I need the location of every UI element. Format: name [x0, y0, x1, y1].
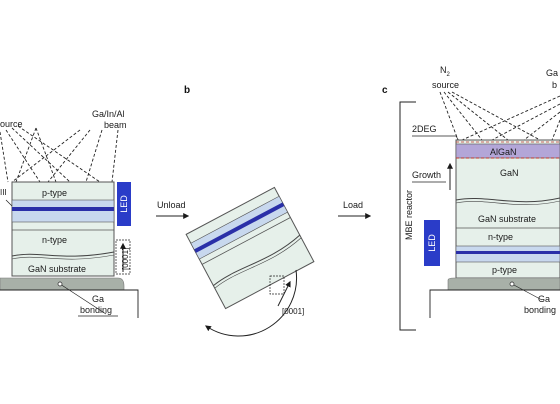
load-arrow-group: Load	[338, 200, 372, 219]
panel-c-led-box	[424, 220, 440, 266]
panel-c-layer-p-type: p-type	[492, 265, 517, 275]
panel-a-beam-label-line1: Ga/In/Al	[92, 109, 125, 119]
panel-a-led-box	[117, 182, 131, 226]
panel-a-bonding-label-1: Ga	[92, 294, 104, 304]
panel-b-direction-arrow	[277, 280, 291, 307]
panel-a-layer-p-type: p-type	[42, 188, 67, 198]
unload-arrow-group: Unload	[156, 200, 190, 219]
panel-a-mqw-label: III	[0, 188, 7, 197]
panel-c-source-label-2: source	[432, 80, 459, 90]
panel-c-holder	[447, 277, 560, 291]
unload-label: Unload	[157, 200, 186, 210]
panel-c-layer-algan: AlGaN	[490, 147, 517, 157]
panel-a-interface-curve	[11, 251, 115, 257]
panel-c-qw-dark	[456, 251, 560, 254]
panel-c-growth-label: Growth	[412, 170, 441, 180]
panel-c-bonding-label-1: Ga	[538, 294, 550, 304]
panel-c-2deg-label: 2DEG	[412, 124, 437, 134]
load-label: Load	[343, 200, 363, 210]
panel-c-beam-label-1: Ga	[546, 68, 558, 78]
panel-a-direction-label: [0001]	[121, 248, 130, 270]
panel-c-bonding-label-2: bonding	[524, 305, 556, 315]
panel-c-layer-gan: GaN	[500, 168, 519, 178]
panel-b-label: b	[184, 85, 190, 96]
panel-a: ource Ga/In/Al beam p-type n-type GaN su…	[0, 109, 139, 318]
panel-a-led-label: LED	[119, 195, 129, 213]
panel-a-qw-dark	[12, 207, 114, 211]
panel-c-beam-label-2: b	[552, 80, 557, 90]
panel-b-rotation-arrow	[205, 269, 298, 337]
panel-c-beam-lines	[439, 91, 560, 141]
panel-c-layer-substrate: GaN substrate	[478, 214, 536, 224]
panel-c-label: c	[382, 85, 388, 96]
panel-b-direction-label: [0001]	[282, 307, 304, 316]
panel-c-layer-n-type: n-type	[488, 232, 513, 242]
panel-a-beam-lines	[0, 125, 119, 183]
panel-c: c MBE reactor N2 source Ga b 2DEG AlGaN	[382, 65, 560, 331]
panel-c-led-label: LED	[427, 234, 437, 252]
panel-a-source-label: ource	[0, 119, 23, 129]
panel-c-reactor-label: MBE reactor	[404, 190, 414, 240]
panel-c-reactor-bracket	[399, 101, 416, 331]
panel-b-qw-dark	[194, 202, 285, 253]
panel-a-wafer	[11, 181, 115, 277]
panel-c-source-label-1: N2	[440, 65, 451, 78]
panel-a-bonding-label-2: bonding	[80, 305, 112, 315]
panel-a-layer-substrate: GaN substrate	[28, 264, 86, 274]
panel-b: b [0001]	[184, 85, 315, 337]
panel-a-beam-label-line2: beam	[104, 120, 127, 130]
panel-a-layer-n-type: n-type	[42, 235, 67, 245]
